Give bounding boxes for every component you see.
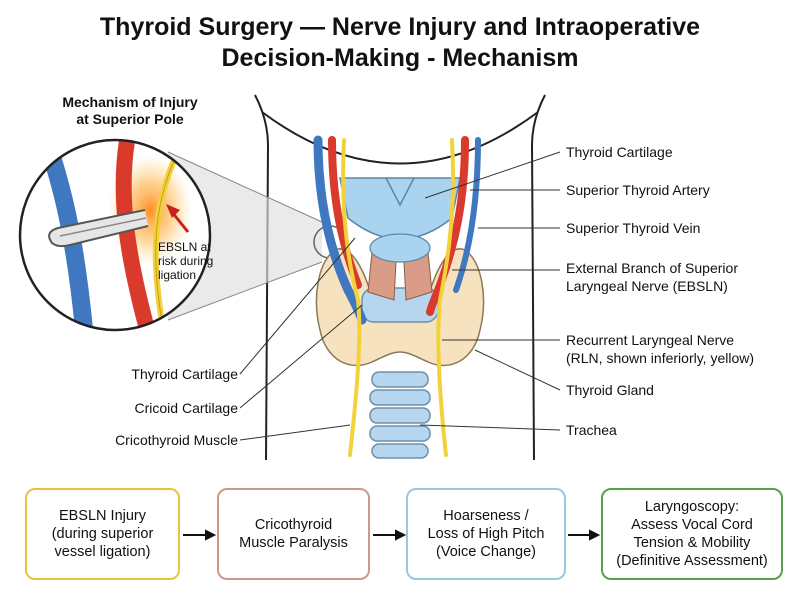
label-thyroid-cartilage-right: Thyroid Cartilage xyxy=(566,144,673,160)
label-cricothyroid-muscle: Cricothyroid Muscle xyxy=(115,432,238,448)
jaw-outline xyxy=(261,111,539,165)
left-nerve xyxy=(341,138,362,457)
inset-note: EBSLN at risk during ligation xyxy=(158,240,228,282)
flow-box-4-line-3: Tension & Mobility xyxy=(633,535,751,551)
flow-box-1-line-3: vessel ligation) xyxy=(54,544,151,560)
flow-box-cricothyroid-paralysis: Cricothyroid Muscle Paralysis xyxy=(217,488,370,580)
neck-outline-left xyxy=(254,94,270,461)
flow-box-ebsln-injury: EBSLN Injury (during superior vessel lig… xyxy=(25,488,180,580)
flow-box-3-line-1: Hoarseness / xyxy=(443,508,529,524)
right-nerve xyxy=(436,138,456,457)
label-ebsln-line-2: Laryngeal Nerve (EBSLN) xyxy=(566,278,728,294)
surgical-clip-icon xyxy=(48,209,149,248)
inset-title-line-1: Mechanism of Injury xyxy=(62,94,198,110)
leader-lines-right xyxy=(419,151,561,431)
label-thyroid-cartilage-left: Thyroid Cartilage xyxy=(131,366,238,382)
flow-box-1-line-2: (during superior xyxy=(51,526,154,542)
label-rln-line-1: Recurrent Laryngeal Nerve xyxy=(566,332,735,348)
leader-lines-left xyxy=(239,237,363,441)
inset-title: Mechanism of Injury at Superior Pole xyxy=(30,94,230,128)
inset-magnified-view xyxy=(20,140,210,330)
inset-note-line-2: risk during xyxy=(158,254,214,268)
zoom-cone xyxy=(168,152,322,320)
flow-box-laryngoscopy: Laryngoscopy: Assess Vocal Cord Tension … xyxy=(601,488,783,580)
diagram-title: Thyroid Surgery — Nerve Injury and Intra… xyxy=(0,12,800,74)
inset-border xyxy=(18,138,212,332)
label-trachea: Trachea xyxy=(566,422,617,438)
label-cricoid-cartilage: Cricoid Cartilage xyxy=(134,400,238,416)
title-line-2: Decision-Making - Mechanism xyxy=(221,44,579,72)
label-rln-line-2: (RLN, shown inferiorly, yellow) xyxy=(566,350,755,366)
flow-box-2-line-1: Cricothyroid xyxy=(254,517,333,533)
title-line-1: Thyroid Surgery — Nerve Injury and Intra… xyxy=(99,13,701,41)
risk-arrow-icon xyxy=(166,204,190,233)
flow-box-hoarseness: Hoarseness / Loss of High Pitch (Voice C… xyxy=(406,488,566,580)
label-ebsln-line-1: External Branch of Superior xyxy=(566,260,738,276)
flow-box-2-line-2: Muscle Paralysis xyxy=(239,535,348,551)
inset-note-line-3: ligation xyxy=(158,268,197,282)
inset-note-line-1: EBSLN at xyxy=(158,240,211,254)
flow-box-3-line-2: Loss of High Pitch xyxy=(427,526,545,542)
flow-box-3-line-3: (Voice Change) xyxy=(436,544,536,560)
flow-box-4-line-2: Assess Vocal Cord xyxy=(631,517,753,533)
flow-box-1-line-1: EBSLN Injury xyxy=(58,508,147,524)
trachea xyxy=(369,371,431,459)
label-rln: Recurrent Laryngeal Nerve (RLN, shown in… xyxy=(566,331,754,367)
label-thyroid-gland: Thyroid Gland xyxy=(566,382,654,398)
label-superior-thyroid-artery: Superior Thyroid Artery xyxy=(566,182,710,198)
label-ebsln: External Branch of Superior Laryngeal Ne… xyxy=(566,259,738,295)
flow-box-4-line-4: (Definitive Assessment) xyxy=(616,553,768,569)
neck-outline-right xyxy=(530,94,546,461)
label-superior-thyroid-vein: Superior Thyroid Vein xyxy=(566,220,701,236)
thyroid-cartilage xyxy=(339,177,461,240)
flow-box-4-line-1: Laryngoscopy: xyxy=(644,499,740,515)
right-vein xyxy=(453,137,481,293)
flow-arrows xyxy=(183,529,601,541)
inset-title-line-2: at Superior Pole xyxy=(76,111,184,127)
